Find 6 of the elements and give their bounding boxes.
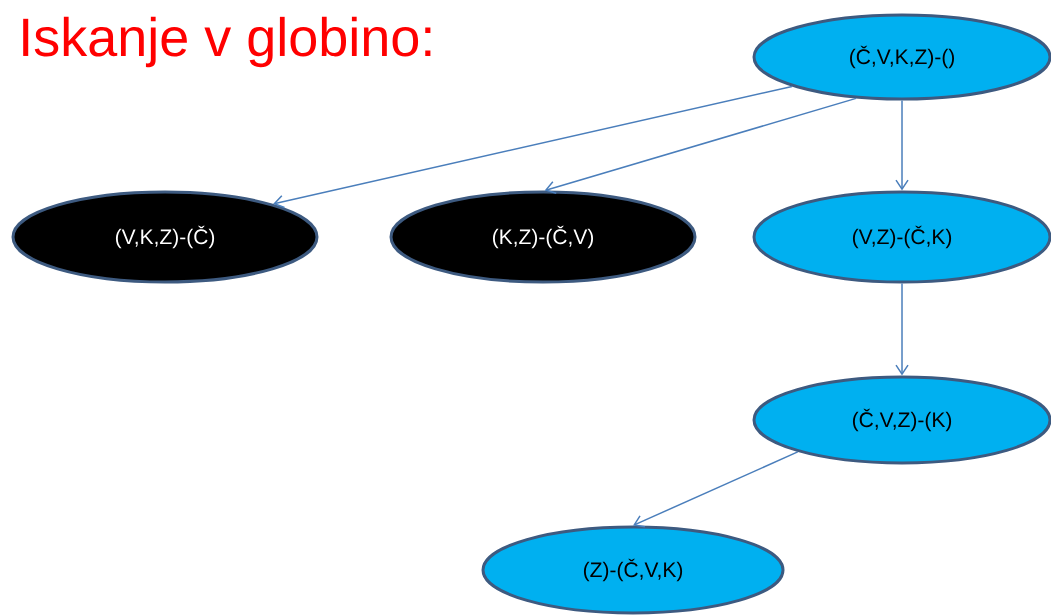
arrow xyxy=(544,97,857,195)
arrow xyxy=(273,85,793,209)
title: Iskanje v globino: xyxy=(23,16,431,68)
arrow xyxy=(633,451,799,528)
arrow xyxy=(895,282,909,376)
arrow xyxy=(895,99,909,191)
